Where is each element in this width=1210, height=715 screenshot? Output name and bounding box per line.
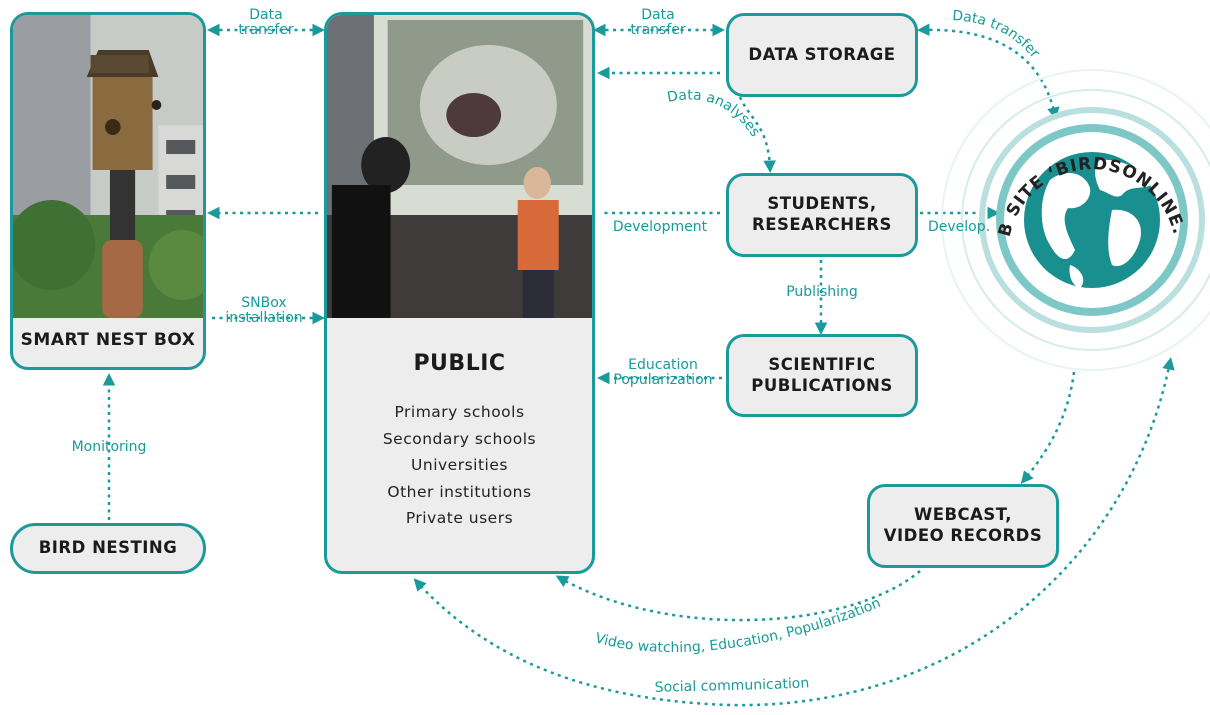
students-researchers-node: STUDENTS, RESEARCHERS [726,173,918,257]
globe-icon: WEB SITE ‘BIRDSONLINE.CZ’ [930,45,1210,371]
edge-website-webcast [1020,371,1076,484]
public-label: PUBLIC [413,351,506,376]
data-storage-label: DATA STORAGE [748,44,896,64]
public-audience-item: Primary schools [394,403,525,421]
edge-label-monitoring: Monitoring [71,439,147,455]
edge-label-video-watching: Video watching, Education, Popularizatio… [593,595,883,656]
bird-nesting-label: BIRD NESTING [38,538,178,558]
edge-label-publishing: Publishing [786,284,858,300]
edge-label-develop: Develop. [927,219,991,235]
public-audience-list: Primary schools Secondary schools Univer… [327,399,592,532]
public-node: PUBLIC Primary schools Secondary schools… [324,12,595,574]
public-audience-item: Other institutions [387,482,532,501]
smart-nest-box-label: SMART NEST BOX [20,329,196,350]
bird-nesting-node: BIRD NESTING [10,523,206,574]
public-photo [327,15,592,318]
scientific-publications-node: SCIENTIFIC PUBLICATIONS [726,334,918,417]
edge-label-social-communication: Social communication [654,675,809,696]
scientific-publications-label: SCIENTIFIC PUBLICATIONS [751,354,893,395]
students-researchers-label: STUDENTS, RESEARCHERS [752,194,892,234]
public-audience-item: Universities [411,456,508,474]
webcast-video-records-node: WEBCAST, VIDEO RECORDS [867,484,1059,568]
edge-label-public-storage-transfer: Data transfer [630,7,686,39]
edge-label-nest-public-transfer: Data transfer [238,7,294,39]
public-audience-item: Private users [405,509,514,527]
data-storage-node: DATA STORAGE [726,13,918,97]
edge-label-education-popularization: Education Popularization [613,357,713,389]
nest-box-photo [13,15,203,318]
edge-website-public-social [413,357,1175,707]
edge-label-storage-website-transfer: Data transfer [952,8,1043,62]
edge-label-snbox-installation: SNBox installation [225,295,303,327]
smart-nest-box-node: SMART NEST BOX [10,12,206,370]
edge-storage-website-transfer [917,23,1060,120]
edge-label-development: Development [612,219,708,235]
webcast-video-records-label: WEBCAST, VIDEO RECORDS [883,505,1043,545]
edge-webcast-public-watching [555,570,921,622]
public-audience-item: Secondary schools [382,429,537,448]
website-node: WEB SITE ‘BIRDSONLINE.CZ’ [930,45,1210,380]
